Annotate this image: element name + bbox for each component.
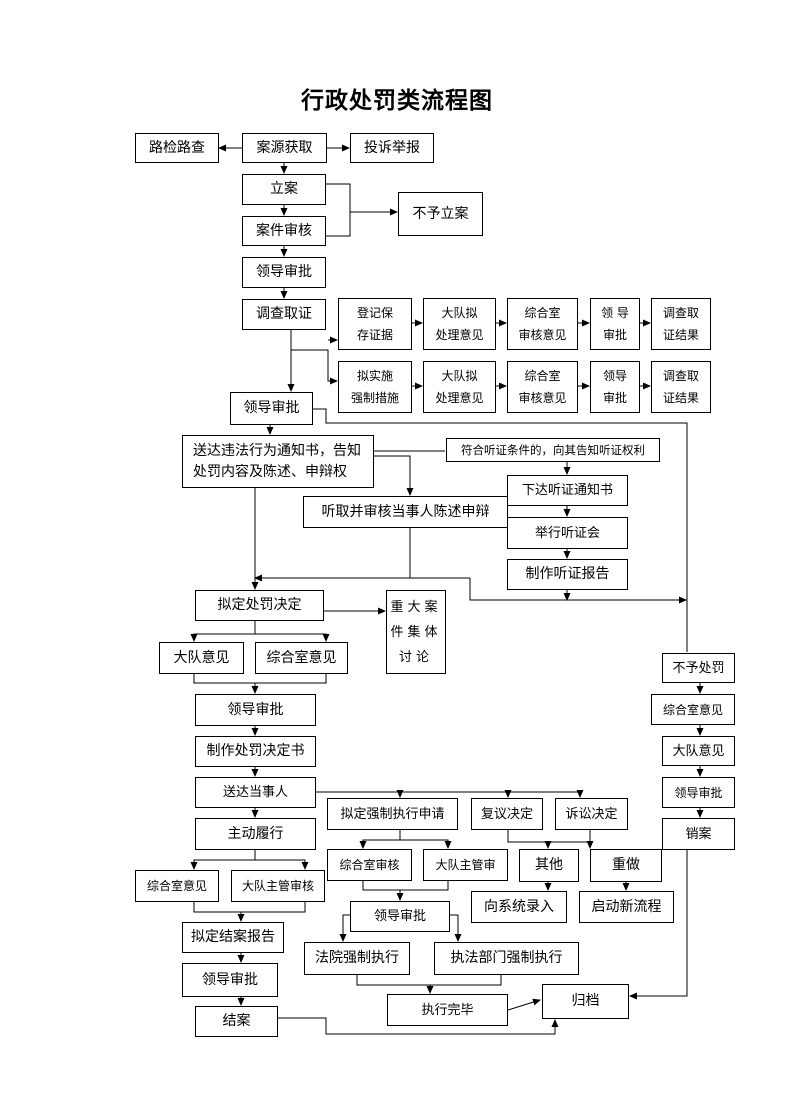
node-brigade-opinion-3: 大队意见 — [159, 642, 244, 674]
node-new-process: 启动新流程 — [579, 891, 674, 923]
node-leader-approve-7: 领导审批 — [350, 901, 450, 932]
node-road-check: 路检路查 — [135, 133, 219, 163]
node-leader-approve-2: 领 导 审批 — [590, 298, 640, 350]
node-office-opinion-3: 综合室意见 — [255, 642, 348, 674]
node-brigade-head-review-2: 大队主管审 — [423, 849, 508, 881]
page-title: 行政处罚类流程图 — [301, 88, 493, 114]
node-make-decision: 制作处罚决定书 — [195, 736, 316, 767]
node-brigade-opinion-6: 大队意见 — [662, 736, 735, 766]
node-archive: 归档 — [542, 984, 629, 1019]
node-investigate: 调查取证 — [242, 299, 326, 330]
node-draft-close-report: 拟定结案报告 — [182, 922, 284, 953]
node-result-1: 调查取 证结果 — [651, 298, 711, 350]
node-leader-approve-4: 领导审批 — [230, 392, 313, 425]
node-office-review-2: 综合室 审核意见 — [507, 361, 578, 413]
node-hearing-report: 制作听证报告 — [507, 559, 628, 590]
node-listen-statement: 听取并审核当事人陈述申辩 — [303, 496, 508, 528]
node-system-entry: 向系统录入 — [471, 891, 567, 923]
node-draft-decision: 拟定处罚决定 — [195, 590, 324, 621]
node-complaint: 投诉举报 — [350, 133, 434, 163]
node-leader-approve-5: 领导审批 — [195, 694, 316, 726]
node-close-case: 结案 — [195, 1006, 278, 1037]
node-brigade-opinion-1: 大队拟 处理意见 — [423, 298, 496, 350]
node-enforce-done: 执行完毕 — [387, 994, 508, 1026]
node-collective: 重大案 件集体 讨论 — [386, 590, 446, 674]
node-other: 其他 — [519, 849, 579, 882]
node-apply-enforcement: 拟定强制执行申请 — [327, 798, 458, 830]
node-hold-hearing: 举行听证会 — [507, 517, 628, 549]
node-coercive-measure: 拟实施 强制措施 — [338, 361, 412, 413]
node-leader-approve-1: 领导审批 — [242, 257, 326, 288]
node-file-case: 立案 — [242, 174, 326, 205]
node-no-penalty: 不予处罚 — [662, 653, 735, 683]
node-litigation-decision: 诉讼决定 — [555, 798, 628, 830]
node-leader-approve-3: 领导 审批 — [590, 361, 640, 413]
node-court-enforce: 法院强制执行 — [304, 942, 410, 975]
node-office-review-1: 综合室 审核意见 — [507, 298, 578, 350]
node-deliver: 送达当事人 — [195, 777, 316, 808]
node-office-opinion-6: 综合室意见 — [651, 694, 735, 725]
node-hearing-right: 符合听证条件的，向其告知听证权利 — [446, 438, 660, 462]
node-brigade-head-review: 大队主管审核 — [231, 870, 325, 902]
node-result-2: 调查取 证结果 — [651, 361, 711, 413]
node-leader-approve-6: 领导审批 — [182, 963, 278, 997]
node-leader-approve-8: 领导审批 — [662, 777, 735, 808]
node-office-opinion-4: 综合室意见 — [135, 870, 219, 902]
node-office-review-5: 综合室审核 — [327, 849, 412, 881]
node-cancel-case: 销案 — [662, 818, 735, 850]
node-not-file: 不予立案 — [398, 192, 483, 236]
node-case-source: 案源获取 — [242, 133, 327, 163]
node-comply: 主动履行 — [195, 818, 316, 850]
node-dept-enforce: 执法部门强制执行 — [434, 942, 579, 975]
node-brigade-opinion-2: 大队拟 处理意见 — [423, 361, 496, 413]
node-review-decision: 复议决定 — [471, 798, 543, 830]
node-case-review: 案件审核 — [242, 216, 326, 246]
node-register-evidence: 登记保 存证据 — [338, 298, 412, 350]
node-notice: 送达违法行为通知书，告知 处罚内容及陈述、申辩权 — [182, 435, 374, 488]
node-redo: 重做 — [590, 849, 662, 882]
node-hearing-notice: 下达听证通知书 — [507, 475, 628, 506]
